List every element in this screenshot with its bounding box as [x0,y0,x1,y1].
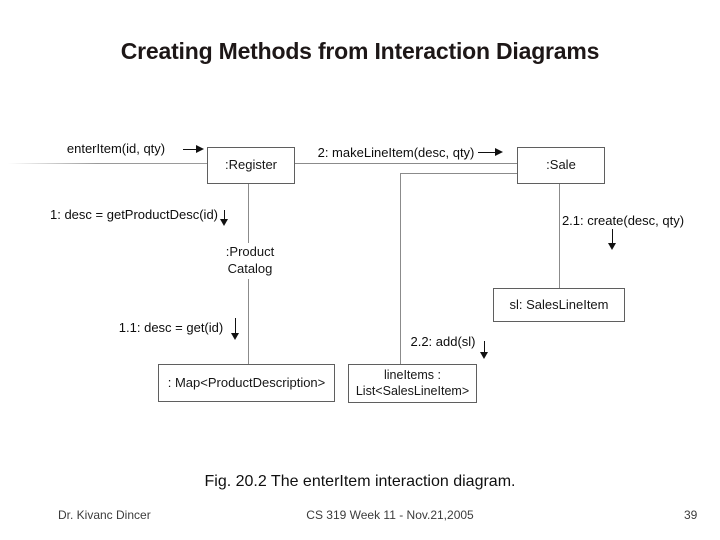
map-object-box: : Map<ProductDescription> [158,364,335,402]
product-catalog-object-label: :Product Catalog [219,243,281,279]
getproductdesc-arrow-down-icon [220,219,228,226]
message-create-label: 2.1: create(desc, qty) [561,213,685,228]
saleslineitem-object-label: sl: SalesLineItem [509,296,609,312]
add-arrow-tail [484,341,485,352]
add-arrow-down-icon [480,352,488,359]
makelineitem-arrow-tail [478,152,495,153]
saleslineitem-object-box: sl: SalesLineItem [493,288,625,322]
sale-object-box: :Sale [517,147,605,184]
register-object-label: :Register [224,157,278,173]
slide-title: Creating Methods from Interaction Diagra… [120,38,600,64]
lineitems-object-label: lineItems : List<SalesLineItem> [356,368,469,399]
enteritem-arrow-tail [183,149,196,150]
message-enteritem-label: enterItem(id, qty) [66,141,166,156]
figure-caption: Fig. 20.2 The enterItem interaction diag… [204,473,516,490]
message-makelineitem-label: 2: makeLineItem(desc, qty) [317,145,475,160]
get-arrow-down-icon [231,333,239,340]
lineitems-label-line2: List<SalesLineItem> [355,383,470,398]
get-arrow-tail [235,318,236,333]
getproductdesc-arrow-tail [224,210,225,219]
product-catalog-label-line1: :Product [225,244,275,259]
product-catalog-label-line2: Catalog [227,260,273,276]
lineitems-label-line1: lineItems : [384,367,441,382]
lineitems-object-box: lineItems : List<SalesLineItem> [348,364,477,403]
footer-page-number: 39 [684,508,698,522]
sale-elbow-horizontal-line [400,173,517,174]
sale-to-lineitems-line [400,173,401,364]
message-get-label: 1.1: desc = get(id) [118,320,224,335]
register-object-box: :Register [207,147,295,184]
message-getproductdesc-label: 1: desc = getProductDesc(id) [50,207,218,222]
sale-object-label: :Sale [546,157,576,173]
footer-author: Dr. Kivanc Dincer [58,508,151,522]
map-object-label: : Map<ProductDescription> [167,374,326,390]
create-arrow-tail [612,229,613,243]
create-arrow-down-icon [608,243,616,250]
found-message-line [8,163,207,164]
register-to-sale-line [293,163,517,164]
makelineitem-arrow-right-icon [495,148,503,156]
sale-to-saleslineitem-line [559,182,560,288]
footer-course: CS 319 Week 11 - Nov.21,2005 [306,508,474,522]
message-add-label: 2.2: add(sl) [410,334,476,349]
enteritem-arrow-right-icon [196,145,204,153]
